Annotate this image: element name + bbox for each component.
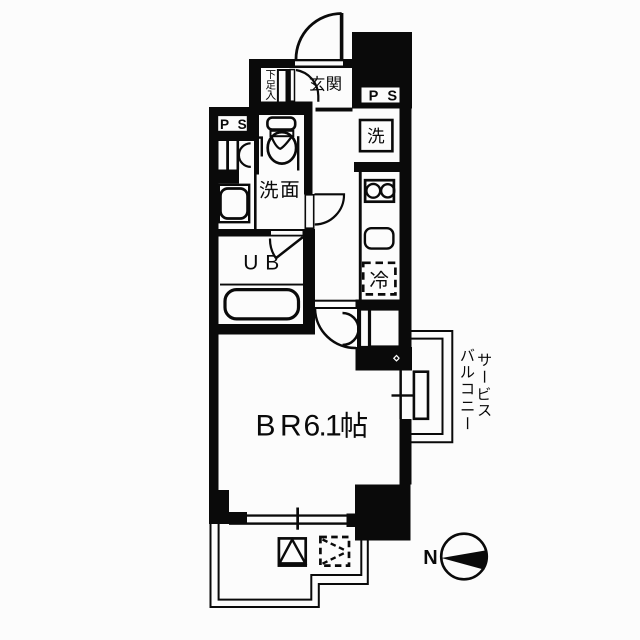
svg-text:6: 6 — [304, 410, 321, 443]
svg-text:N: N — [423, 547, 437, 569]
svg-text:R: R — [280, 410, 302, 443]
svg-text:PS: PS — [369, 88, 406, 104]
svg-text:UB: UB — [243, 252, 286, 275]
svg-text:B: B — [256, 410, 276, 443]
svg-text:1: 1 — [325, 410, 342, 443]
svg-text:.: . — [319, 410, 327, 443]
svg-text:PS: PS — [220, 117, 255, 132]
